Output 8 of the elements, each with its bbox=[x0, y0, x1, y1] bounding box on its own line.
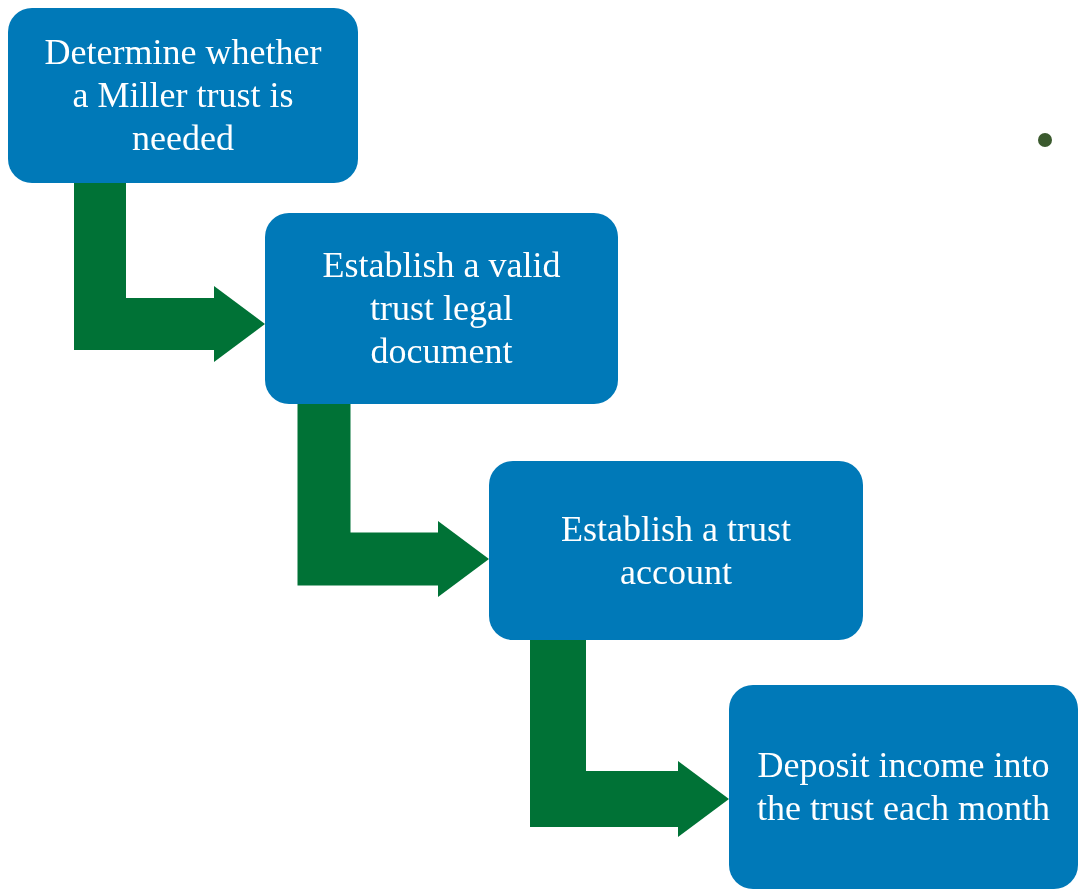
step-text: Establish a valid trust legal document bbox=[321, 244, 562, 373]
process-box bbox=[729, 685, 1078, 889]
process-box bbox=[265, 213, 618, 404]
step-text: Determine whether a Miller trust is needed bbox=[43, 31, 323, 160]
process-box bbox=[8, 8, 358, 183]
step-text: Establish a trust account bbox=[560, 507, 792, 594]
step-text: Deposit income into the trust each month bbox=[756, 744, 1051, 830]
process-box bbox=[489, 461, 863, 640]
